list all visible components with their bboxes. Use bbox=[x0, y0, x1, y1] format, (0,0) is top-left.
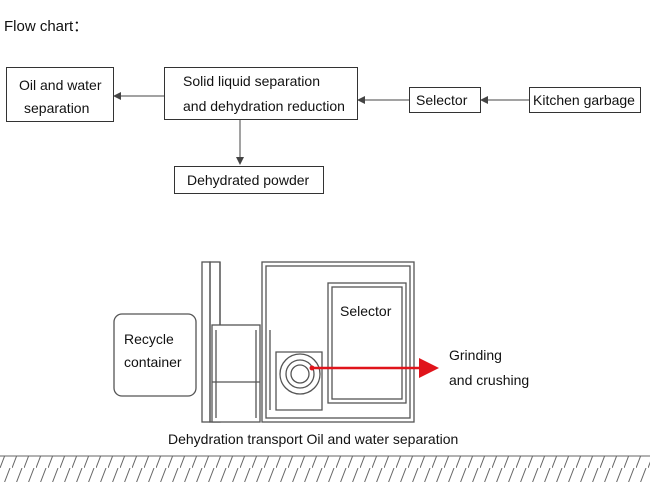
node-oil-water-line1: Oil and water bbox=[19, 77, 102, 93]
node-oil-water-line2: separation bbox=[24, 100, 90, 116]
node-kitchen-garbage: Kitchen garbage bbox=[529, 87, 641, 113]
node-selector: Selector bbox=[409, 87, 481, 113]
node-solid-liquid-line1: Solid liquid separation bbox=[183, 73, 320, 89]
selector-box bbox=[327, 282, 407, 404]
node-solid-liquid-line2: and dehydration reduction bbox=[183, 98, 345, 114]
flow-connectors bbox=[113, 92, 529, 165]
recycle-container-line2: container bbox=[124, 354, 182, 370]
ground-hatch bbox=[0, 456, 650, 482]
grinding-arrow-origin bbox=[309, 365, 315, 371]
machine-caption: Dehydration transport Oil and water sepa… bbox=[168, 431, 459, 447]
node-solid-liquid-separation: Solid liquid separation and dehydration … bbox=[164, 67, 358, 120]
flowchart-title: Flow chart： bbox=[4, 18, 89, 35]
grinding-line1: Grinding bbox=[449, 347, 502, 363]
node-selector-label: Selector bbox=[416, 92, 468, 108]
grinding-line2: and crushing bbox=[449, 372, 530, 388]
node-kitchen-garbage-label: Kitchen garbage bbox=[533, 92, 635, 108]
recycle-container-box bbox=[113, 313, 197, 397]
machine-drawing bbox=[113, 261, 415, 423]
node-dehydrated-powder-label: Dehydrated powder bbox=[187, 172, 310, 188]
node-oil-water-separation: Oil and water separation bbox=[6, 67, 114, 122]
machine-selector-label: Selector bbox=[340, 303, 392, 319]
node-dehydrated-powder: Dehydrated powder bbox=[174, 166, 324, 194]
recycle-container-line1: Recycle bbox=[124, 331, 174, 347]
